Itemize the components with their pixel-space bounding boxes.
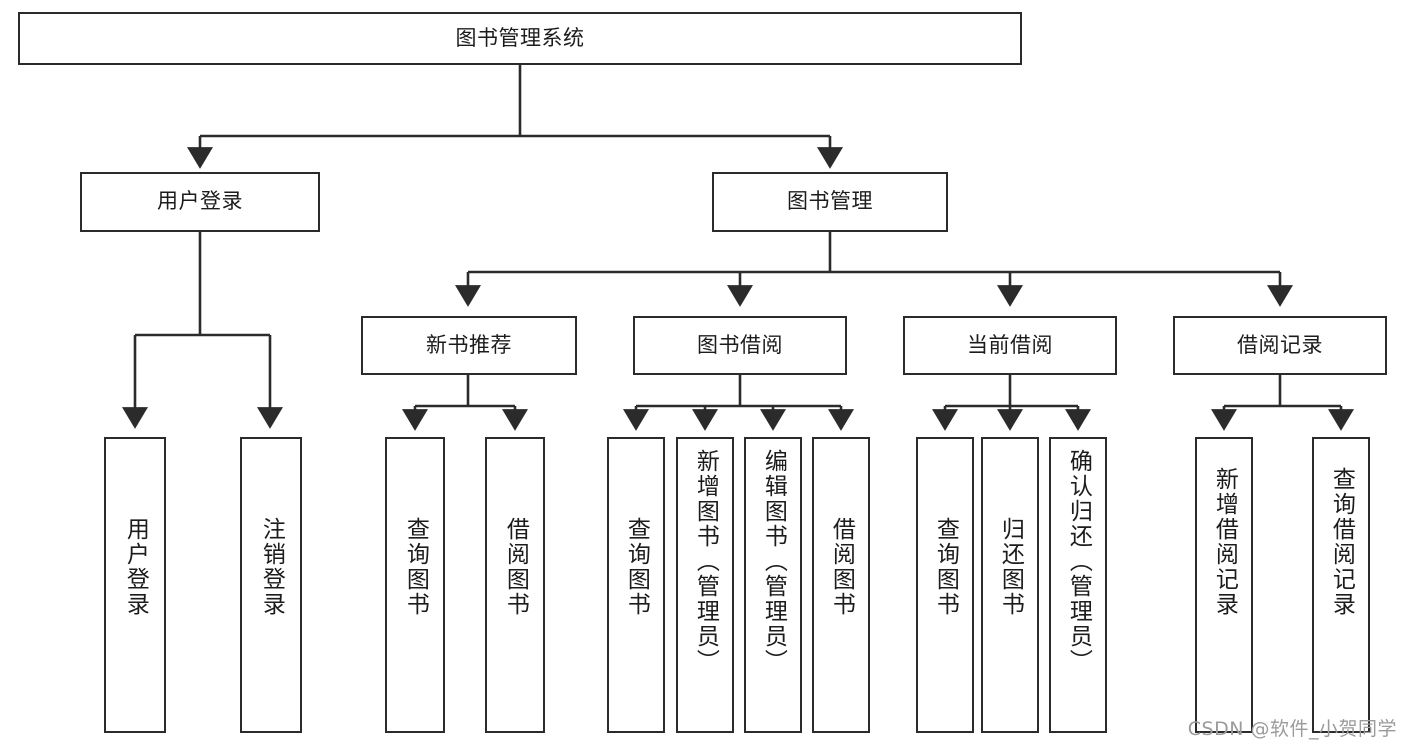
node-book-management[interactable]: 图书管理 [712, 172, 948, 232]
node-user-login-label: 用户登录 [157, 189, 243, 214]
leaf-current-borrow-return[interactable]: 归还图书 [981, 437, 1039, 733]
leaf-book-borrow-add[interactable]: 新增图书（管理员） [676, 437, 734, 733]
node-borrow-record[interactable]: 借阅记录 [1173, 316, 1387, 375]
node-current-borrow[interactable]: 当前借阅 [903, 316, 1117, 375]
node-book-borrow[interactable]: 图书借阅 [633, 316, 847, 375]
node-book-borrow-label: 图书借阅 [697, 332, 783, 357]
leaf-current-borrow-confirm-return[interactable]: 确认归还（管理员） [1049, 437, 1107, 733]
node-new-book-recommend[interactable]: 新书推荐 [361, 316, 577, 375]
leaf-label: 查询图书 [623, 517, 650, 617]
leaf-borrow-record-add[interactable]: 新增借阅记录 [1195, 437, 1253, 733]
node-new-book-recommend-label: 新书推荐 [426, 332, 512, 357]
leaf-current-borrow-query[interactable]: 查询图书 [916, 437, 974, 733]
leaf-borrow-record-query[interactable]: 查询借阅记录 [1312, 437, 1370, 733]
node-root-label: 图书管理系统 [455, 25, 585, 50]
node-book-management-label: 图书管理 [787, 189, 873, 214]
node-user-login[interactable]: 用户登录 [80, 172, 320, 232]
leaf-book-borrow-edit[interactable]: 编辑图书（管理员） [744, 437, 802, 733]
leaf-label: 编辑图书（管理员） [760, 449, 787, 674]
leaf-label: 归还图书 [997, 517, 1024, 617]
node-root[interactable]: 图书管理系统 [18, 12, 1022, 65]
leaf-label: 查询借阅记录 [1328, 467, 1355, 617]
leaf-label: 查询图书 [932, 517, 959, 617]
leaf-book-borrow-borrow[interactable]: 借阅图书 [812, 437, 870, 733]
leaf-user-login-logout[interactable]: 注销登录 [240, 437, 302, 733]
leaf-label: 查询图书 [402, 517, 429, 617]
leaf-new-book-borrow[interactable]: 借阅图书 [485, 437, 545, 733]
leaf-new-book-query[interactable]: 查询图书 [385, 437, 445, 733]
node-current-borrow-label: 当前借阅 [967, 332, 1053, 357]
leaf-label: 用户登录 [122, 517, 149, 617]
leaf-label: 确认归还（管理员） [1065, 449, 1092, 674]
leaf-label: 借阅图书 [502, 517, 529, 617]
node-borrow-record-label: 借阅记录 [1237, 332, 1323, 357]
leaf-user-login-login[interactable]: 用户登录 [104, 437, 166, 733]
leaf-label: 新增图书（管理员） [692, 449, 719, 674]
leaf-label: 借阅图书 [828, 517, 855, 617]
leaf-label: 新增借阅记录 [1211, 467, 1238, 617]
leaf-label: 注销登录 [258, 517, 285, 617]
leaf-book-borrow-query[interactable]: 查询图书 [607, 437, 665, 733]
